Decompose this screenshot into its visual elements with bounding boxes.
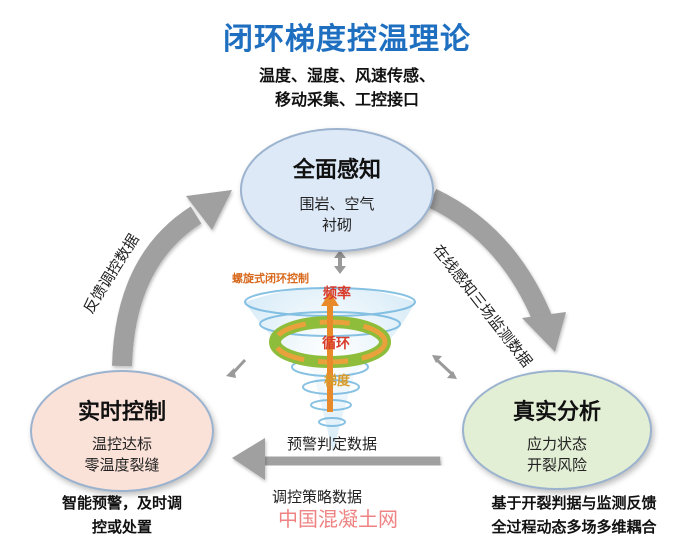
node-analysis-line: 应力状态 xyxy=(526,435,587,453)
cycle-label: 循环 xyxy=(322,336,350,352)
spiral-loop-label: 螺旋式闭环控制 xyxy=(232,272,309,285)
node-analysis: 真实分析 应力状态 开裂风险 xyxy=(462,370,652,490)
node-control-line: 零温度裂缝 xyxy=(84,456,160,474)
edge-label-strategy-data: 调控策略数据 xyxy=(272,488,363,506)
frequency-label: 频率 xyxy=(323,286,351,302)
diagram-title: 闭环梯度控温理论 xyxy=(223,22,471,57)
arrow-control-to-perception xyxy=(112,206,202,367)
control-note: 智能预警，及时调 控或处置 xyxy=(42,491,202,539)
node-control: 实时控制 温控达标 零温度裂缝 xyxy=(30,370,214,492)
arrowhead-control xyxy=(232,438,265,480)
sensors-note-line: 移动采集、工控接口 xyxy=(274,90,419,109)
double-arrow-right xyxy=(432,355,457,379)
node-perception-line: 衬砌 xyxy=(321,216,352,234)
edge-label-warning-data: 预警判定数据 xyxy=(287,435,378,453)
watermark: 中国混凝土网 xyxy=(278,507,398,531)
node-perception: 全面感知 围岩、空气 衬砌 xyxy=(240,128,434,252)
spiral-loop-illustration xyxy=(244,287,416,452)
arrowhead-analysis xyxy=(522,312,566,352)
analysis-note-line: 基于开裂判据与监测反馈 xyxy=(491,494,657,512)
gradient-label: 梯度 xyxy=(324,374,351,389)
arrow-analysis-to-control xyxy=(260,448,442,474)
node-perception-title: 全面感知 xyxy=(292,158,381,183)
arrowhead-perception xyxy=(186,190,232,230)
node-analysis-line: 开裂风险 xyxy=(526,456,587,474)
node-perception-line: 围岩、空气 xyxy=(299,195,375,213)
control-note-line: 控或处置 xyxy=(91,518,152,536)
double-arrow-top xyxy=(334,250,346,274)
sensors-note-line: 温度、湿度、风速传感、 xyxy=(258,66,435,85)
node-analysis-title: 真实分析 xyxy=(512,400,601,425)
node-control-line: 温控达标 xyxy=(91,435,152,453)
analysis-note-line: 全过程动态多场多维耦合 xyxy=(491,518,657,536)
node-control-title: 实时控制 xyxy=(77,400,166,425)
sensors-note: 温度、湿度、风速传感、 移动采集、工控接口 xyxy=(197,64,497,112)
control-note-line: 智能预警，及时调 xyxy=(61,494,182,512)
arrow-perception-to-analysis xyxy=(427,188,555,329)
double-arrow-left xyxy=(226,358,247,378)
analysis-note: 基于开裂判据与监测反馈 全过程动态多场多维耦合 xyxy=(458,491,690,539)
